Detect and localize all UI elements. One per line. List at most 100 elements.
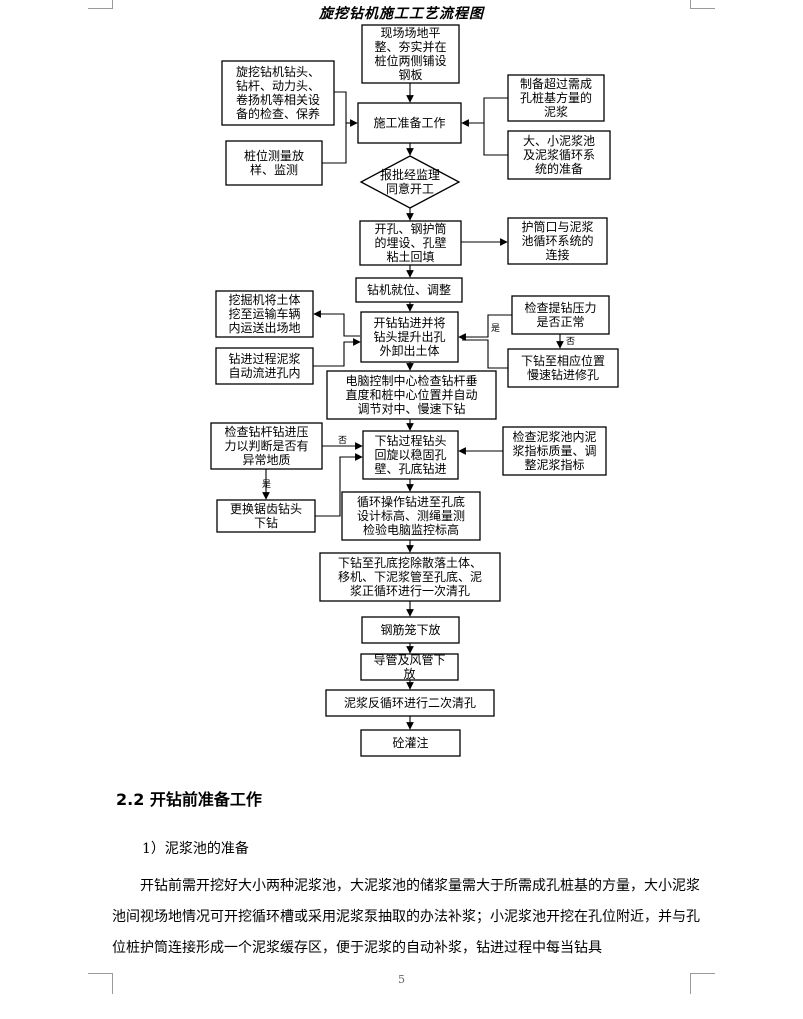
process-box (507, 348, 619, 388)
node-text-line: 调节对中、慢速下钻 (357, 401, 465, 416)
process-box (221, 60, 335, 126)
flow-node-second-clean: 泥浆反循环进行二次清孔 (325, 689, 495, 717)
process-box (319, 552, 501, 602)
yes-label-pressure-check: 是 (262, 479, 271, 490)
process-box (502, 426, 607, 476)
process-box (361, 616, 460, 644)
process-box (225, 140, 323, 186)
process-box (215, 290, 314, 338)
flowchart-title: 旋挖钻机施工工艺流程图 (319, 6, 484, 22)
process-box (355, 277, 463, 303)
node-text-line: 钻杆、动力头、 (236, 78, 320, 93)
node-text-line: 导管及风管下 (373, 652, 445, 667)
node-text-line: 卷扬机等相关设 (236, 92, 320, 107)
connector-line (458, 314, 512, 341)
node-text-line: 桩位两侧铺设 (374, 53, 446, 68)
process-box (215, 347, 314, 385)
node-text-line: 检验电脑监控标高 (363, 522, 459, 537)
flow-node-pour: 砼灌注 (360, 729, 461, 757)
node-text-line: 放 (403, 666, 415, 681)
node-text-line: 旋挖钻机钻头、 (236, 64, 320, 79)
process-box (325, 689, 495, 717)
node-text-line: 砼灌注 (392, 735, 428, 750)
node-text-line: 同意开工 (386, 181, 434, 196)
connector-line (462, 339, 508, 369)
node-text-line: 下钻过程钻头 (374, 433, 446, 448)
node-text-line: 壁、孔底钻进 (374, 461, 446, 476)
process-box (210, 422, 323, 470)
node-text-line: 下钻至相应位置 (521, 353, 605, 368)
node-text-line: 粘土回填 (386, 249, 434, 264)
body-paragraph: 开钻前需开挖好大小两种泥浆池，大泥浆池的储浆量需大于所需成孔桩基的方量，大小泥浆… (112, 878, 700, 956)
crop-mark-top-right (690, 0, 715, 9)
no-label-lift-check: 否 (566, 336, 575, 347)
connector-line (315, 453, 363, 517)
node-text-line: 异常地质 (242, 453, 290, 467)
connector-line (313, 310, 360, 337)
node-text-line: 设计标高、测绳量测 (357, 508, 465, 523)
node-text-line: 连接 (545, 247, 569, 262)
node-text-line: 回旋以稳固孔 (374, 447, 446, 462)
flowchart: 现场场地平整、夯实并在桩位两侧铺设钢板旋挖钻机钻头、钻杆、动力头、卷扬机等相关设… (210, 24, 619, 757)
node-text-line: 孔桩基方量的 (520, 90, 592, 105)
node-text-line: 浆指标质量、调 (512, 443, 596, 458)
node-text-line: 大、小泥浆池 (523, 133, 595, 148)
node-text-line: 钻进过程泥浆 (228, 351, 300, 366)
node-text-line: 浆正循环进行一次清孔 (350, 583, 470, 598)
node-text-line: 自动流进孔内 (228, 366, 300, 380)
node-text-line: 移机、下泥浆管至孔底、泥 (338, 569, 482, 584)
yes-label-lift-check: 是 (491, 323, 500, 334)
node-text-line: 直度和桩中心位置并自动 (345, 387, 477, 402)
process-box (216, 499, 316, 533)
node-text-line: 钢板 (398, 68, 422, 82)
process-box (507, 217, 608, 265)
node-text-line: 现场场地平 (380, 26, 440, 40)
process-box (360, 311, 459, 363)
node-text-line: 循环操作钻进至孔底 (357, 494, 465, 509)
node-text-line: 挖至运输车辆 (228, 306, 300, 321)
node-text-line: 护筒口与泥浆 (521, 219, 593, 234)
crop-mark-bottom-right (690, 973, 715, 994)
connector-line (483, 97, 508, 123)
node-text-line: 钢筋笼下放 (380, 622, 440, 637)
process-box (511, 295, 610, 335)
node-text-line: 慢速钻进修孔 (527, 367, 599, 382)
process-box (357, 102, 462, 144)
process-box (360, 653, 459, 681)
process-box (362, 430, 459, 480)
process-box (359, 220, 462, 266)
connector-line (483, 123, 508, 156)
decision-diamond (359, 155, 461, 209)
node-text-line: 钻头提升出孔 (373, 329, 445, 344)
node-text-line: 报批经监理 (380, 167, 440, 182)
node-text-line: 内运送出场地 (228, 320, 300, 335)
process-box (326, 370, 497, 420)
node-text-line: 下钻至孔底挖除散落土体、 (338, 555, 482, 570)
section-heading: 2.2 开钻前准备工作 (116, 790, 262, 809)
node-text-line: 电脑控制中心检查钻杆垂 (345, 373, 477, 388)
node-text-line: 及泥浆循环系 (523, 147, 595, 162)
node-text-line: 钻机就位、调整 (367, 282, 451, 297)
flow-node-rig-position: 钻机就位、调整 (355, 277, 463, 303)
flow-node-rebar-cage: 钢筋笼下放 (361, 616, 460, 644)
node-text-line: 泥浆 (544, 104, 568, 119)
node-text-line: 桩位测量放 (244, 148, 304, 163)
process-box (507, 74, 605, 122)
